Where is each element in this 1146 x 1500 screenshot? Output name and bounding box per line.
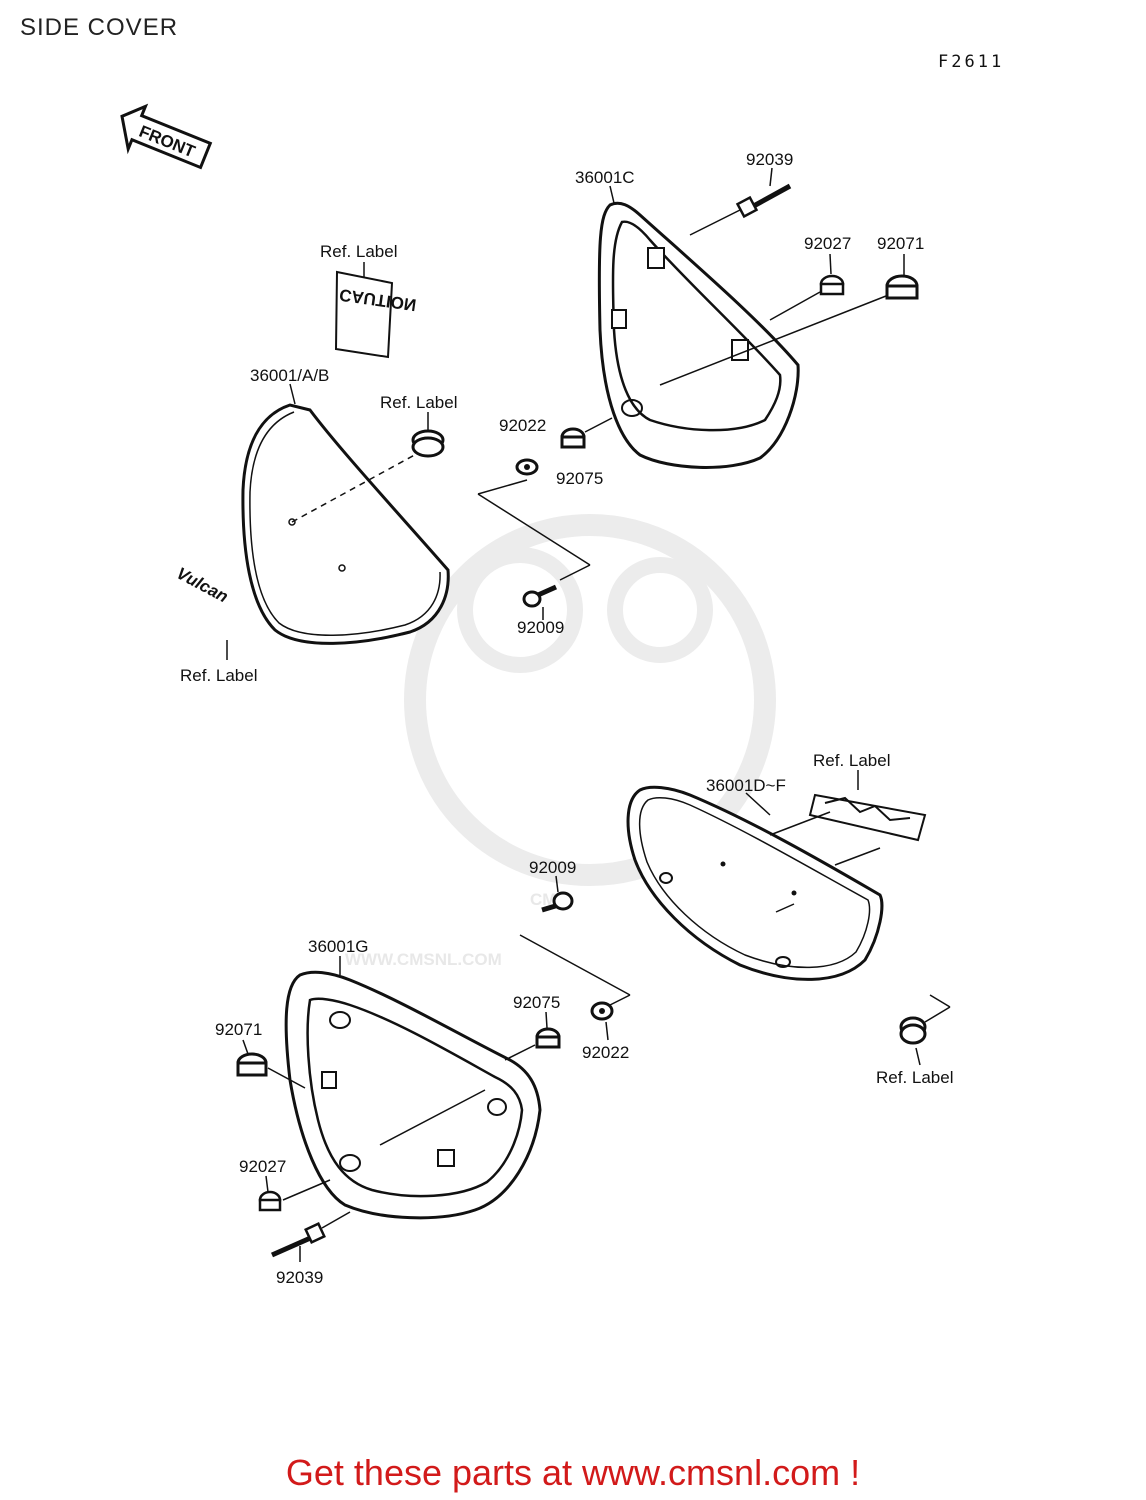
grommet-92075-upper bbox=[560, 417, 613, 449]
bolt-92039-upper bbox=[689, 167, 792, 236]
side-cover-upper-left bbox=[241, 383, 450, 645]
side-cover-frame-upper bbox=[597, 185, 800, 469]
callout-92071-lower: 92071 bbox=[215, 1020, 262, 1039]
callout-92071-upper: 92071 bbox=[877, 234, 924, 253]
callout-36001-a-b: 36001/A/B bbox=[250, 366, 329, 385]
side-cover-frame-lower bbox=[284, 956, 542, 1220]
page-title: SIDE COVER bbox=[20, 14, 179, 41]
callout-92027-upper: 92027 bbox=[804, 234, 851, 253]
footer-link[interactable]: Get these parts at www.cmsnl.com ! bbox=[0, 1452, 1146, 1494]
watermark-url: WWW.CMSNL.COM bbox=[345, 950, 502, 969]
callout-ref-label-grommet: Ref. Label bbox=[380, 393, 458, 412]
callout-92075-upper: 92075 bbox=[556, 469, 603, 488]
bolt-92039-lower bbox=[270, 1211, 351, 1262]
callout-36001g: 36001G bbox=[308, 937, 369, 956]
callout-92022-lower: 92022 bbox=[582, 1043, 629, 1062]
grommet-upper bbox=[411, 412, 445, 458]
side-cover-lower-right bbox=[626, 785, 884, 981]
callout-ref-label-lower: Ref. Label bbox=[876, 1068, 954, 1087]
callout-92075-lower: 92075 bbox=[513, 993, 560, 1012]
front-arrow: FRONT bbox=[120, 103, 213, 170]
washer-92022-lower bbox=[590, 1001, 614, 1041]
bushing-92027-lower bbox=[258, 1175, 331, 1212]
footer-link-text[interactable]: Get these parts at www.cmsnl.com ! bbox=[285, 1452, 861, 1493]
figure-code: F2611 bbox=[938, 52, 1005, 72]
vulcan-decal-text: Vulcan bbox=[173, 564, 231, 607]
callout-92027-lower: 92027 bbox=[239, 1157, 286, 1176]
bushing-92027-upper bbox=[769, 253, 845, 321]
callout-ref-label-caution: Ref. Label bbox=[320, 242, 398, 261]
callout-92039-upper: 92039 bbox=[746, 150, 793, 169]
screw-92009-lower bbox=[519, 875, 631, 1006]
callout-36001d-f: 36001D~F bbox=[706, 776, 786, 795]
grommet-lower-ref bbox=[899, 994, 951, 1066]
callout-ref-label-vulcan: Ref. Label bbox=[180, 666, 258, 685]
callout-92009-upper: 92009 bbox=[517, 618, 564, 637]
damper-92071-lower bbox=[236, 1039, 486, 1146]
caution-label: CAUTION bbox=[334, 262, 417, 359]
callout-92022-upper: 92022 bbox=[499, 416, 546, 435]
callout-ref-label-emblem: Ref. Label bbox=[813, 751, 891, 770]
callout-92009-lower: 92009 bbox=[529, 858, 576, 877]
grommet-92075-lower bbox=[504, 1011, 561, 1061]
callout-36001c: 36001C bbox=[575, 168, 635, 187]
emblem-decal bbox=[769, 770, 927, 866]
callout-92039-lower: 92039 bbox=[276, 1268, 323, 1287]
vulcan-decal: Vulcan bbox=[173, 564, 231, 660]
damper-92071-upper bbox=[659, 254, 919, 386]
screw-92009-upper bbox=[477, 479, 591, 620]
washer-92022-upper bbox=[515, 458, 539, 476]
